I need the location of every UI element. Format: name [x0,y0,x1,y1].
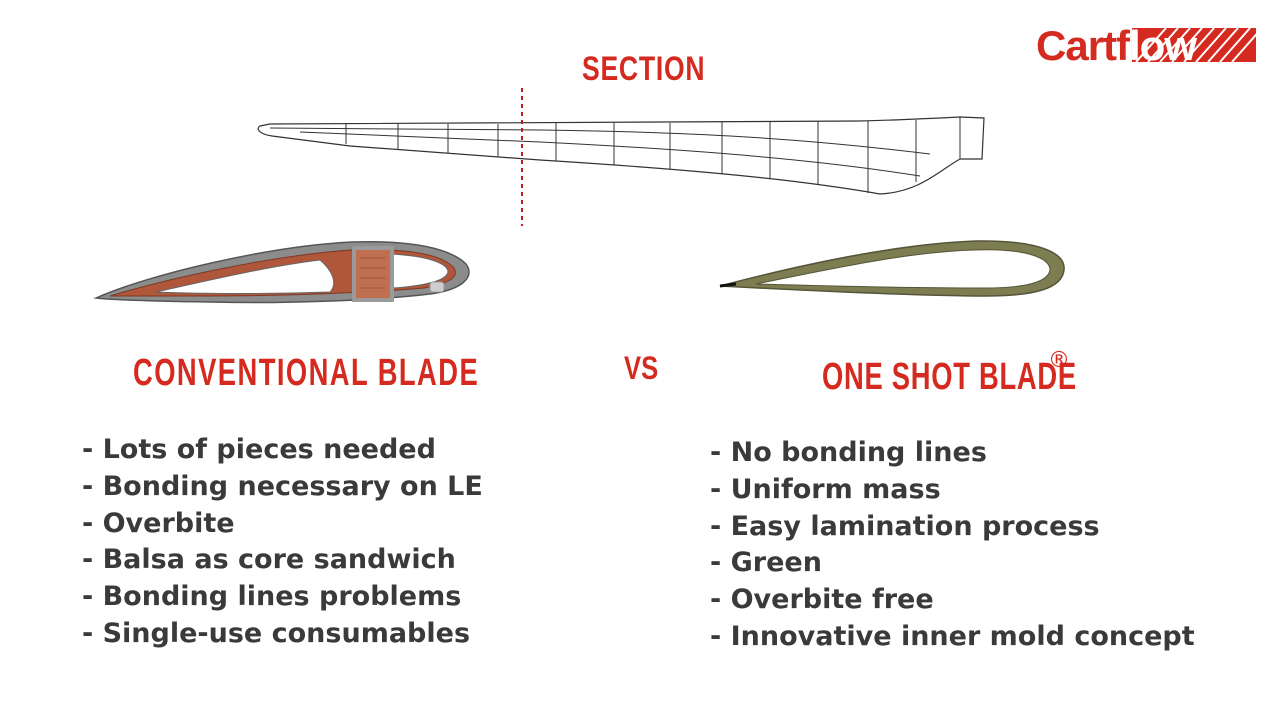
one-shot-blade-title: ONE SHOT BLADE [822,356,1077,398]
logo-text-overlay: Cartflow [1036,24,1197,66]
list-item: - Single-use consumables [82,617,471,649]
list-item: - Uniform mass [710,473,941,505]
blade-ribs [345,117,961,193]
list-item: - Bonding necessary on LE [82,470,483,502]
list-item: - Lots of pieces needed [82,434,436,465]
conventional-features-list: - Lots of pieces needed - Bonding necess… [82,432,483,653]
vs-label: VS [624,350,659,386]
list-item: - Innovative inner mold concept [710,620,1195,652]
list-item: - Green [710,547,822,579]
section-title: SECTION [582,50,706,88]
list-item: - Bonding lines problems [82,581,462,613]
blade-plan-diagram [257,88,985,226]
one-shot-features-list: - No bonding lines - Uniform mass - Easy… [710,435,1195,656]
list-item: - Easy lamination process [710,510,1100,542]
list-item: - Balsa as core sandwich [82,544,456,576]
list-item: - Overbite free [710,584,934,616]
logo-text: Cartflow [1036,24,1197,66]
blade-web-line [299,131,921,177]
conventional-blade-section [93,240,470,304]
registered-mark: ® [1048,348,1070,373]
conventional-blade-title: CONVENTIONAL BLADE [133,352,480,394]
list-item: - Overbite [82,507,235,539]
one-shot-blade-section [719,240,1065,297]
cartflow-logo: Cartflow Cartflow [1036,24,1263,66]
blade-spar-line [269,127,931,155]
list-item: - No bonding lines [710,437,987,468]
